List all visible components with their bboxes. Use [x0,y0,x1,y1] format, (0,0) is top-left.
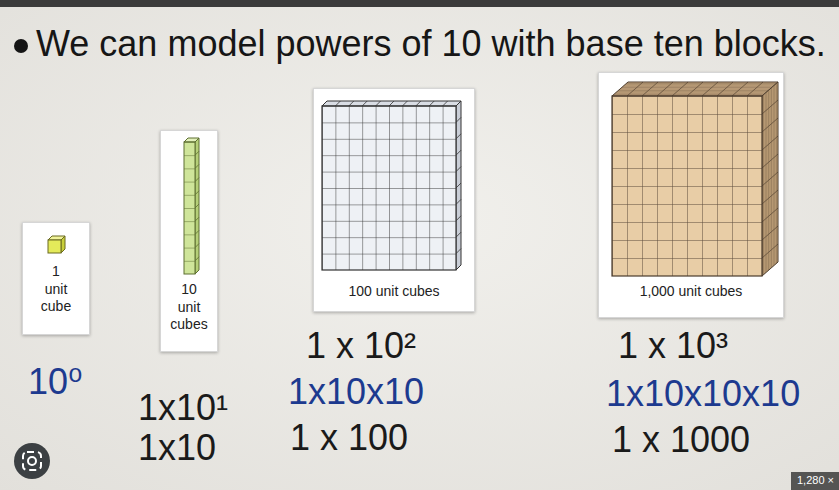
rod-top [184,138,199,142]
product-expression: 1 x 100 [290,418,408,458]
flat-front [322,106,456,270]
big-cube-front [612,96,762,276]
flat-top-lines [335,101,447,106]
rod-front-grid [184,142,195,274]
card-caption: 1 unit cube [40,263,72,316]
rod-front [184,142,195,274]
flat-front-grid [322,106,456,270]
big-cube-top [612,82,778,96]
unit-card: 100 unit cubes [313,88,475,312]
lens-icon [14,443,50,479]
title-heading: We can model powers of 10 with base ten … [36,24,836,64]
big-cube-top-rows [614,83,777,94]
power-expression: 1 x 10² [306,326,416,366]
cube-side [61,236,65,253]
big-cube-top-lines [627,82,763,96]
flat-top [322,101,461,106]
flat-side-lines [456,117,461,253]
lens-frame [23,452,41,470]
card-caption: 100 unit cubes [319,283,469,301]
hundred-flat [322,101,461,270]
card-caption: 10 unit cubes [169,281,209,334]
rod-side-lines [195,151,199,261]
power-expression: 10⁰ [28,362,82,402]
board-frame [0,0,839,7]
big-cube-side-lines [762,100,778,258]
power-expression: 1x10¹ [138,388,228,428]
card-caption: 1,000 unit cubes [606,283,776,301]
big-cube-side-depth [764,83,777,274]
badge-text: 1,280 × [797,474,834,488]
bullet-dot [14,39,28,53]
lens-eye [28,457,36,465]
product-expression: 1x10 [138,428,216,468]
size-badge: 1,280 × [791,472,839,490]
expanded-expression: 1x10x10x10 [606,374,800,414]
product-expression: 1 x 1000 [612,420,750,460]
unit-card: 10 unit cubes [160,130,218,352]
cube-front [48,240,61,253]
flat-side [456,101,461,270]
unit-card: 1,000 unit cubes [598,72,784,318]
power-expression: 1 x 10³ [618,326,728,366]
unit-card: 1 unit cube [22,222,90,335]
unit-cube [48,236,65,253]
expanded-expression: 1x10x10 [288,372,424,412]
thousand-cube [612,82,778,276]
big-cube-front-grid [612,96,762,276]
ten-rod [184,138,199,274]
big-cube-side [762,82,778,276]
cube-top [48,236,65,240]
rod-side [195,138,199,274]
